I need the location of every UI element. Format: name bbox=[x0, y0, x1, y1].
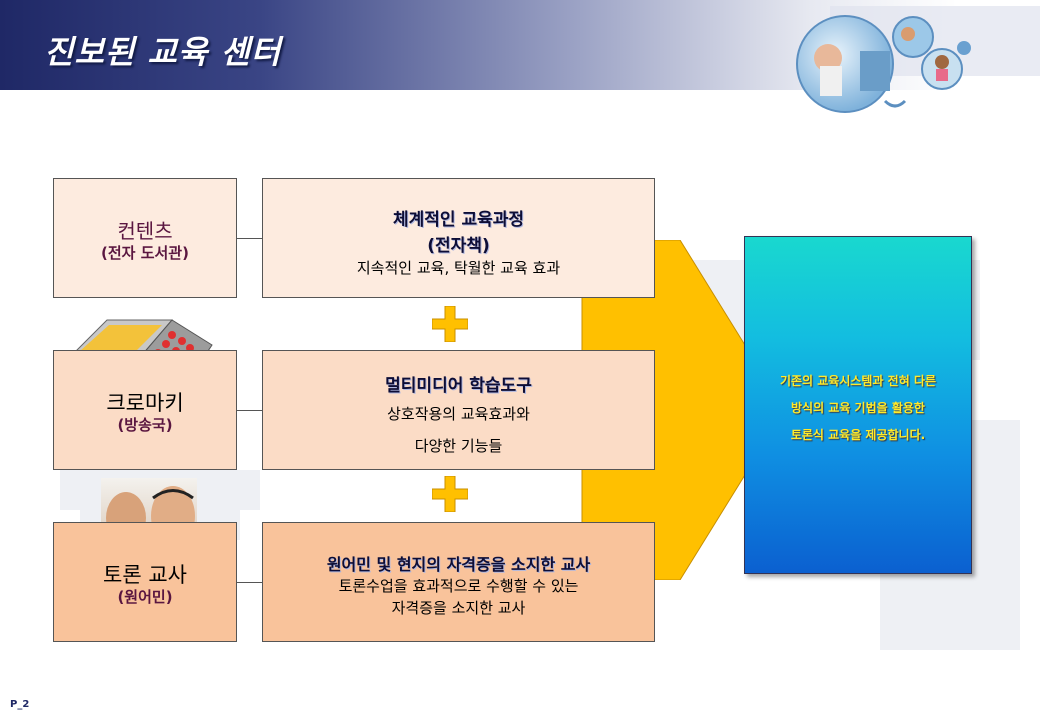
curriculum-text-1: 지속적인 교육, 탁월한 교육 효과 bbox=[356, 259, 561, 277]
result-line-3: 토론식 교육을 제공합니다. bbox=[790, 428, 926, 442]
native-teacher-box: 원어민 및 현지의 자격증을 소지한 교사 토론수업을 효과적으로 수행할 수 … bbox=[262, 522, 655, 642]
page-title: 진보된 교육 센터 bbox=[44, 33, 282, 71]
result-box: 기존의 교육시스템과 전혀 다른 방식의 교육 기법을 활용한 토론식 교육을 … bbox=[744, 236, 972, 574]
contents-box: 컨텐츠 (전자 도서관) bbox=[53, 178, 237, 298]
plus-icon bbox=[432, 306, 468, 342]
result-line-2: 방식의 교육 기법을 활용한 bbox=[791, 401, 925, 415]
result-line-1: 기존의 교육시스템과 전혀 다른 bbox=[779, 374, 937, 388]
teacher-sublabel: (원어민) bbox=[117, 588, 173, 606]
multimedia-title: 멀티미디어 학습도구 bbox=[385, 376, 532, 396]
multimedia-text-1: 상호작용의 교육효과와 bbox=[387, 405, 530, 423]
native-teacher-text-2: 자격증을 소지한 교사 bbox=[391, 599, 526, 617]
curriculum-title-1: 체계적인 교육과정 bbox=[392, 210, 525, 230]
teacher-box: 토론 교사 (원어민) bbox=[53, 522, 237, 642]
contents-label: 컨텐츠 bbox=[117, 219, 173, 243]
native-teacher-title: 원어민 및 현지의 자격증을 소지한 교사 bbox=[326, 555, 591, 574]
chromakey-label: 크로마키 bbox=[106, 391, 184, 415]
education-globe-illustration bbox=[796, 6, 1040, 113]
plus-icon-2 bbox=[432, 476, 468, 512]
contents-sublabel: (전자 도서관) bbox=[101, 244, 189, 262]
connector-3 bbox=[237, 582, 262, 583]
teacher-label: 토론 교사 bbox=[103, 563, 187, 587]
native-teacher-text-1: 토론수업을 효과적으로 수행할 수 있는 bbox=[338, 577, 579, 595]
chromakey-box: 크로마키 (방송국) bbox=[53, 350, 237, 470]
chromakey-sublabel: (방송국) bbox=[117, 416, 173, 434]
page-number: P_2 bbox=[10, 699, 30, 710]
curriculum-box: 체계적인 교육과정 (전자책) 지속적인 교육, 탁월한 교육 효과 bbox=[262, 178, 655, 298]
multimedia-text-2: 다양한 기능들 bbox=[414, 437, 503, 455]
connector-2 bbox=[237, 410, 262, 411]
connector-1 bbox=[237, 238, 262, 239]
curriculum-title-2: (전자책) bbox=[427, 236, 490, 256]
multimedia-box: 멀티미디어 학습도구 상호작용의 교육효과와 다양한 기능들 bbox=[262, 350, 655, 470]
